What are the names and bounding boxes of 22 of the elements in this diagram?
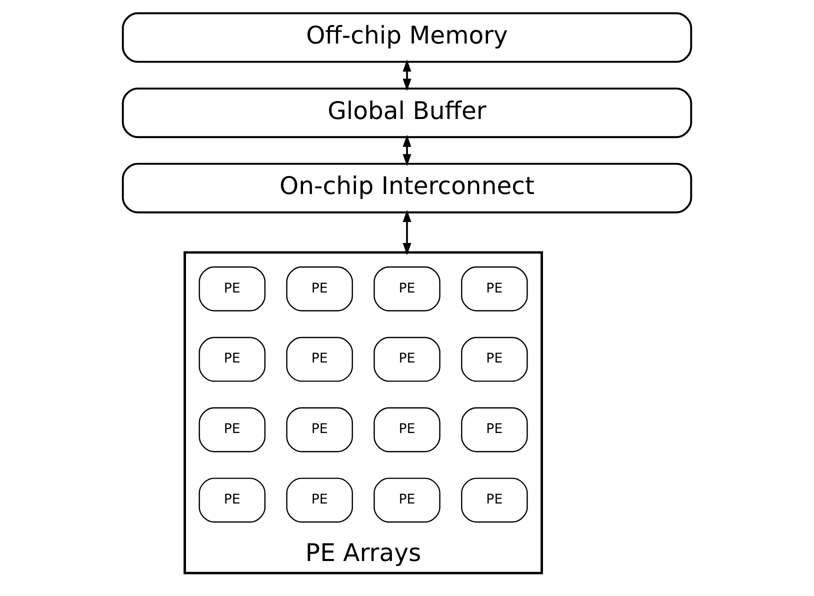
node-box: PE (374, 407, 440, 452)
node-box: PE (286, 407, 353, 452)
node-box: PE (374, 266, 440, 312)
arrow (402, 134, 412, 166)
node-box: PE (198, 266, 266, 312)
arrow (402, 59, 412, 91)
node-box: Off-chip Memory (122, 12, 692, 63)
node-box: PE (198, 336, 266, 382)
node-box: PE (374, 336, 440, 382)
node-box: On-chip Interconnect (122, 162, 692, 214)
node-box: PE (374, 478, 440, 523)
node-box: PE (461, 478, 528, 523)
node-box: Global Buffer (122, 88, 692, 138)
node-box: PE (286, 336, 353, 382)
node-box: PE (461, 407, 528, 452)
node-box: PE (286, 266, 353, 312)
arrow (402, 210, 412, 256)
node-box: PE (198, 478, 266, 523)
node-box: PE (198, 407, 266, 452)
node-box: PE (286, 478, 353, 523)
node-box: PE (461, 266, 528, 312)
node-box: PE (461, 336, 528, 382)
